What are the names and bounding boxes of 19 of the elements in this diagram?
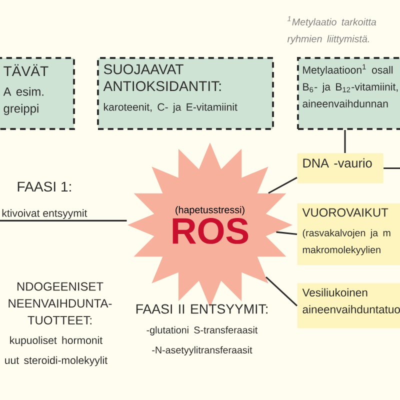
footnote: $^{1}$Metylaatio tarkoitta ryhmien liittymistä.: [287, 16, 376, 44]
dashed-box: Metylaatioon$^{1}$ osall B$_{6}$- ja B$_{12}$-vitamiinit, aineenvaihdunnan: [297, 57, 400, 130]
connector-line: [268, 176, 298, 194]
note-box: DNA -vaurio: [297, 153, 384, 184]
connector-line: [384, 168, 400, 170]
note-box: Vesiliukoinen aineenvaihduntatuo: [297, 283, 400, 328]
body-text: kupuoliset hormonit: [10, 336, 102, 346]
note-box: VUOROVAIKUT (rasvakalvojen ja m makromolekyylien: [297, 203, 400, 266]
connector-line: [276, 231, 298, 236]
dashed-box: SUOJAAVAT ANTIOKSIDANTIT: karoteenit, C- ja E-vitamiinit: [97, 57, 274, 130]
list-item: -glutationi S-transferaasit: [146, 326, 258, 336]
connector-line: [0, 220, 127, 222]
body-text: uut steroidi-molekyylit: [5, 356, 108, 366]
connector-line: [344, 130, 346, 153]
heading-text: NDOGEENISET NEENVAIHDUNTA- TUOTTEET:: [8, 282, 112, 324]
list-item: -N-asetyylitransferaasit: [152, 346, 252, 356]
dashed-box: TÄVÄT A esim. greippi: [0, 57, 75, 130]
connector-line: [266, 276, 298, 306]
phase-text: FAASI 1: ktivoivat entsyymit: [2, 182, 88, 219]
